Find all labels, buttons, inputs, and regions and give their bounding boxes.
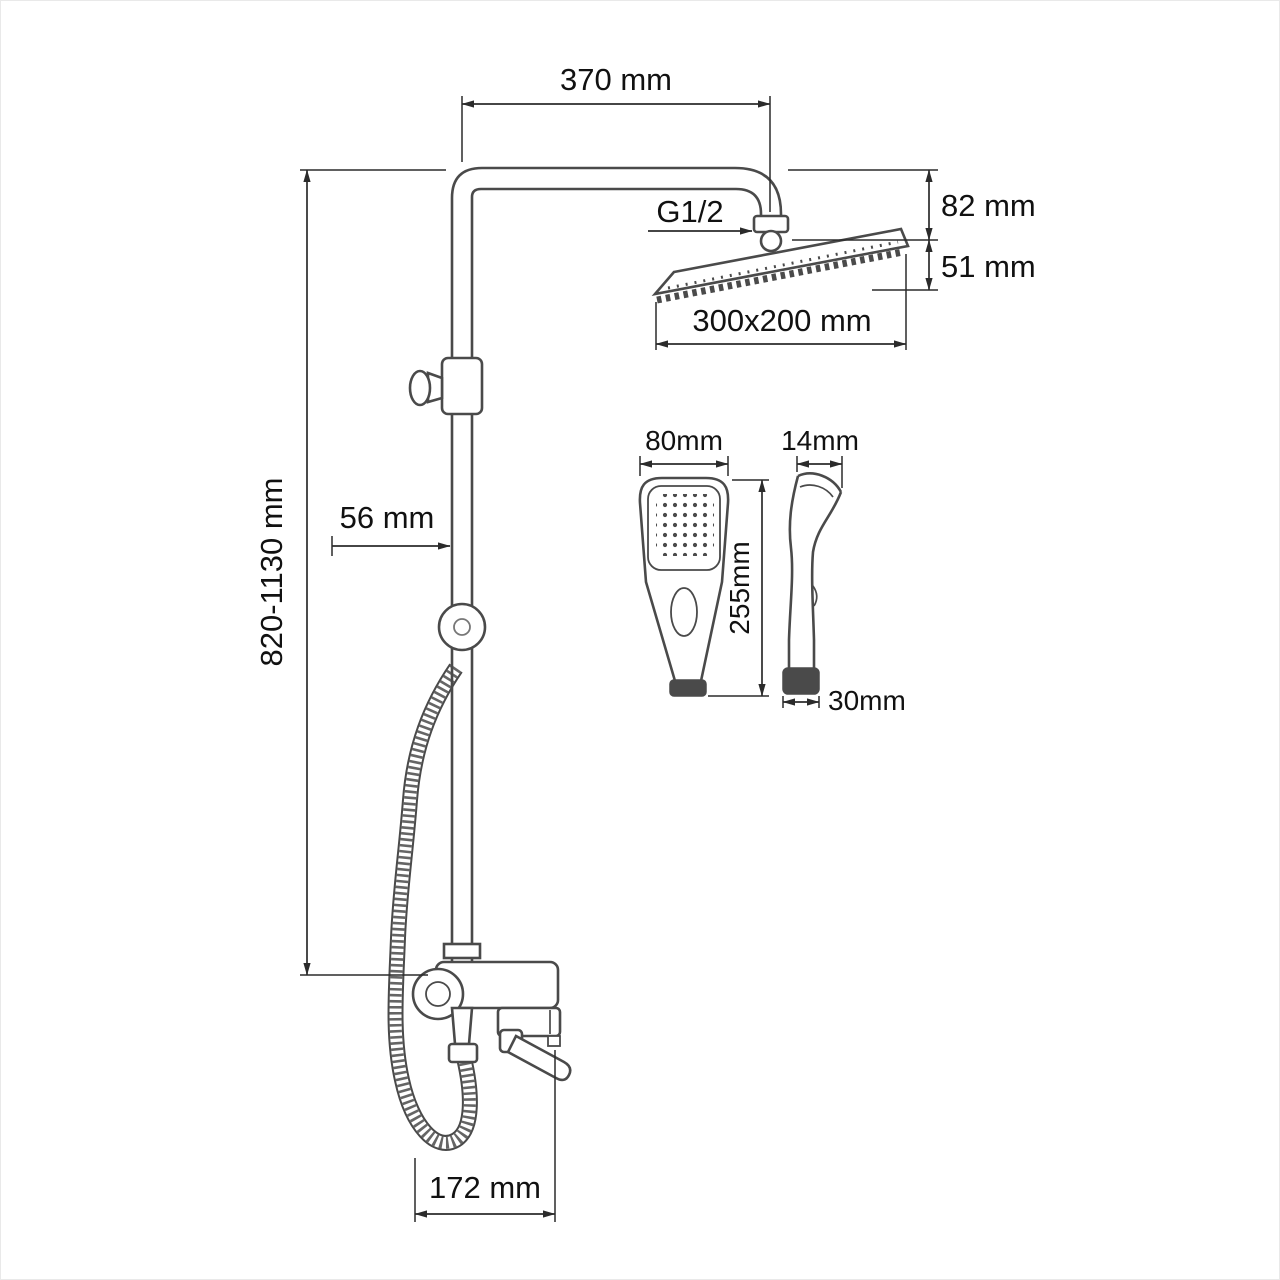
dimension-head-size: 300x200 mm [655,254,907,350]
bracket-offset-label: 56 mm [340,500,435,535]
hand-shower-length-label: 255mm [724,541,755,634]
dimension-arm-width: 370 mm [461,62,771,212]
dimension-hand-shower-width: 80mm [639,425,729,476]
dimension-head-drop: 82 mm [788,169,1036,241]
shower-hose [387,663,478,1151]
dimension-hand-shower-bottom: 30mm [782,685,906,716]
shower-head-ball-joint [752,214,790,253]
dimension-spout-reach: 172 mm [414,1050,556,1222]
column-height-label: 820-1130 mm [254,478,289,667]
hand-shower-bottom-label: 30mm [828,685,906,716]
mixer-body [411,942,572,1082]
head-size-label: 300x200 mm [692,303,871,338]
hand-shower-side-width-label: 14mm [781,425,859,456]
dimension-thread: G1/2 [648,194,753,235]
dimension-hand-shower-side-width: 14mm [781,425,859,488]
hand-shower-width-label: 80mm [645,425,723,456]
head-thickness-label: 51 mm [941,249,1036,284]
dimension-bracket-offset: 56 mm [331,500,451,556]
hand-shower-side-view [782,472,843,695]
diverter-knob [437,602,487,652]
spout-reach-label: 172 mm [429,1170,541,1205]
rain-shower-head [651,227,910,304]
thread-label: G1/2 [656,194,723,229]
dimension-hand-shower-length: 255mm [708,479,769,697]
head-drop-label: 82 mm [941,188,1036,223]
hose-outlet [447,1006,479,1064]
dimension-column-height: 820-1130 mm [254,169,446,976]
hand-shower-front-view [638,476,730,697]
dimension-head-thickness: 51 mm [872,239,1036,291]
arm-width-label: 370 mm [560,62,672,97]
shower-column-and-arm [450,166,783,962]
wall-bracket [408,356,484,416]
